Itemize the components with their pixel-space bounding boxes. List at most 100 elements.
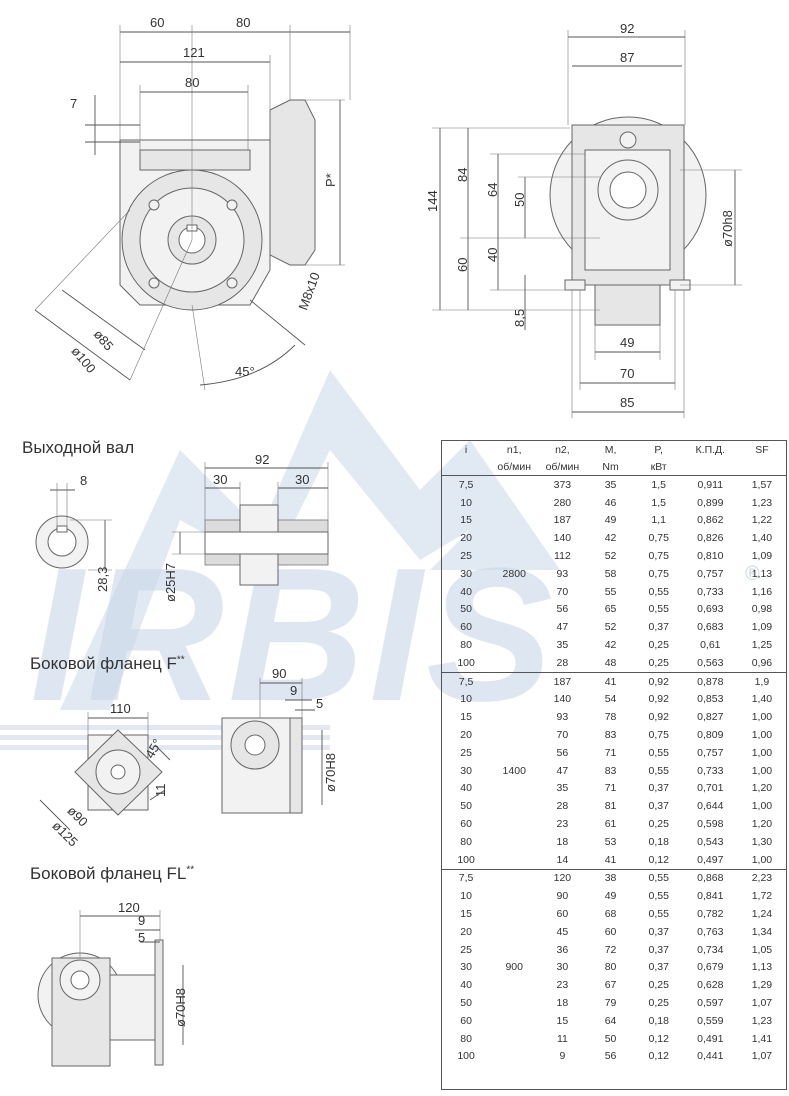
dim-p-star: P*	[323, 173, 338, 187]
table-cell: 10	[460, 693, 472, 706]
table-cell: 40	[460, 782, 472, 795]
table-header-unit-cell: об/мин	[545, 460, 580, 473]
shaft-dim-8: 8	[80, 473, 87, 488]
table-cell: 47	[556, 764, 569, 777]
table-cell: 42	[604, 532, 617, 545]
table-cell: 80	[604, 961, 617, 974]
dim-87: 87	[620, 50, 634, 65]
flange-f-dim-90: 90	[272, 666, 286, 681]
table-cell	[490, 994, 538, 1012]
table-cell: 140	[553, 693, 572, 706]
table-cell	[490, 744, 538, 762]
flange-fl-title: Боковой фланец FL**	[30, 864, 195, 883]
table-cell: 80	[460, 1032, 472, 1045]
table-header-cell: i	[464, 443, 468, 456]
dim-d100: ø100	[68, 344, 99, 376]
table-cell: 0,644	[697, 800, 724, 813]
dim-64: 64	[485, 183, 500, 197]
table-cell: 0,826	[697, 532, 724, 545]
table-cell: 1,40	[751, 532, 773, 545]
table-cell: 0,37	[648, 961, 669, 974]
table-cell: 1,24	[751, 908, 773, 921]
table-cell	[490, 618, 538, 636]
table-cell: 35	[556, 639, 569, 652]
flange-fl-dim-9: 9	[138, 913, 145, 928]
table-cell: 25	[460, 550, 472, 563]
dim-50: 50	[512, 193, 527, 207]
table-cell: 1,00	[751, 746, 773, 759]
table-cell: 40	[460, 585, 472, 598]
table-cell: 36	[556, 943, 569, 956]
table-cell: 1,20	[751, 818, 773, 831]
table-cell: 25	[460, 746, 472, 759]
flange-f-drawing	[39, 678, 323, 831]
table-cell: 7,5	[442, 868, 491, 888]
table-cell: 1,07	[751, 1050, 773, 1063]
flange-fl-dim-120: 120	[118, 900, 140, 915]
table-cell: 0,683	[697, 621, 724, 634]
table-cell: 1,09	[751, 621, 773, 634]
table-cell: 47	[556, 621, 569, 634]
table-cell	[490, 1030, 538, 1048]
table-cell: 20	[460, 925, 472, 938]
table-cell: 1,13	[751, 567, 773, 580]
table-cell: 81	[604, 800, 617, 813]
table-cell: 0,734	[697, 943, 724, 956]
table-cell: 10	[460, 890, 472, 903]
table-cell: 68	[604, 908, 617, 921]
table-cell: 1,07	[751, 997, 773, 1009]
table-cell	[490, 671, 539, 691]
dim-80-inner: 80	[185, 75, 199, 90]
dim-85-side: 85	[620, 395, 634, 410]
table-cell: 0,559	[697, 1014, 724, 1027]
table-cell: 25	[460, 943, 472, 956]
table-cell: 1,72	[751, 890, 773, 903]
table-cell: 0,55	[648, 585, 669, 598]
table-cell: 80	[460, 835, 472, 848]
table-cell: 0,92	[648, 693, 669, 706]
table-cell: 0,75	[648, 550, 669, 563]
table-cell: 0,61	[700, 639, 721, 652]
table-cell: 46	[604, 496, 617, 509]
table-cell: 1,00	[751, 853, 773, 866]
table-cell: 41	[604, 853, 617, 866]
table-cell: 49	[604, 890, 617, 903]
table-cell	[490, 583, 538, 601]
table-cell: 1,1	[651, 514, 666, 527]
table-cell: 2800	[502, 567, 526, 580]
flange-fl-drawing	[37, 910, 184, 1067]
dim-d70h8: ø70h8	[720, 210, 735, 247]
table-cell: 83	[604, 729, 617, 742]
table-cell: 30	[460, 764, 472, 777]
table-cell: 35	[586, 474, 635, 494]
table-cell: 0,679	[697, 961, 724, 974]
table-cell: 50	[460, 800, 472, 813]
table-cell: 56	[604, 1050, 617, 1063]
table-header-unit-cell: Nm	[602, 460, 619, 473]
dim-8-5: 8,5	[512, 309, 527, 327]
dim-84: 84	[455, 168, 470, 182]
table-cell	[490, 654, 538, 672]
table-cell: 90	[556, 890, 569, 903]
table-cell	[490, 797, 538, 815]
table-cell	[490, 851, 538, 869]
table-cell	[490, 780, 538, 798]
table-cell: 52	[604, 621, 617, 634]
table-cell: 0,55	[634, 868, 683, 888]
table-cell: 1,5	[651, 496, 666, 509]
table-cell: 72	[604, 943, 617, 956]
table-cell: 1,29	[751, 979, 773, 992]
table-cell: 1,23	[751, 1014, 773, 1027]
